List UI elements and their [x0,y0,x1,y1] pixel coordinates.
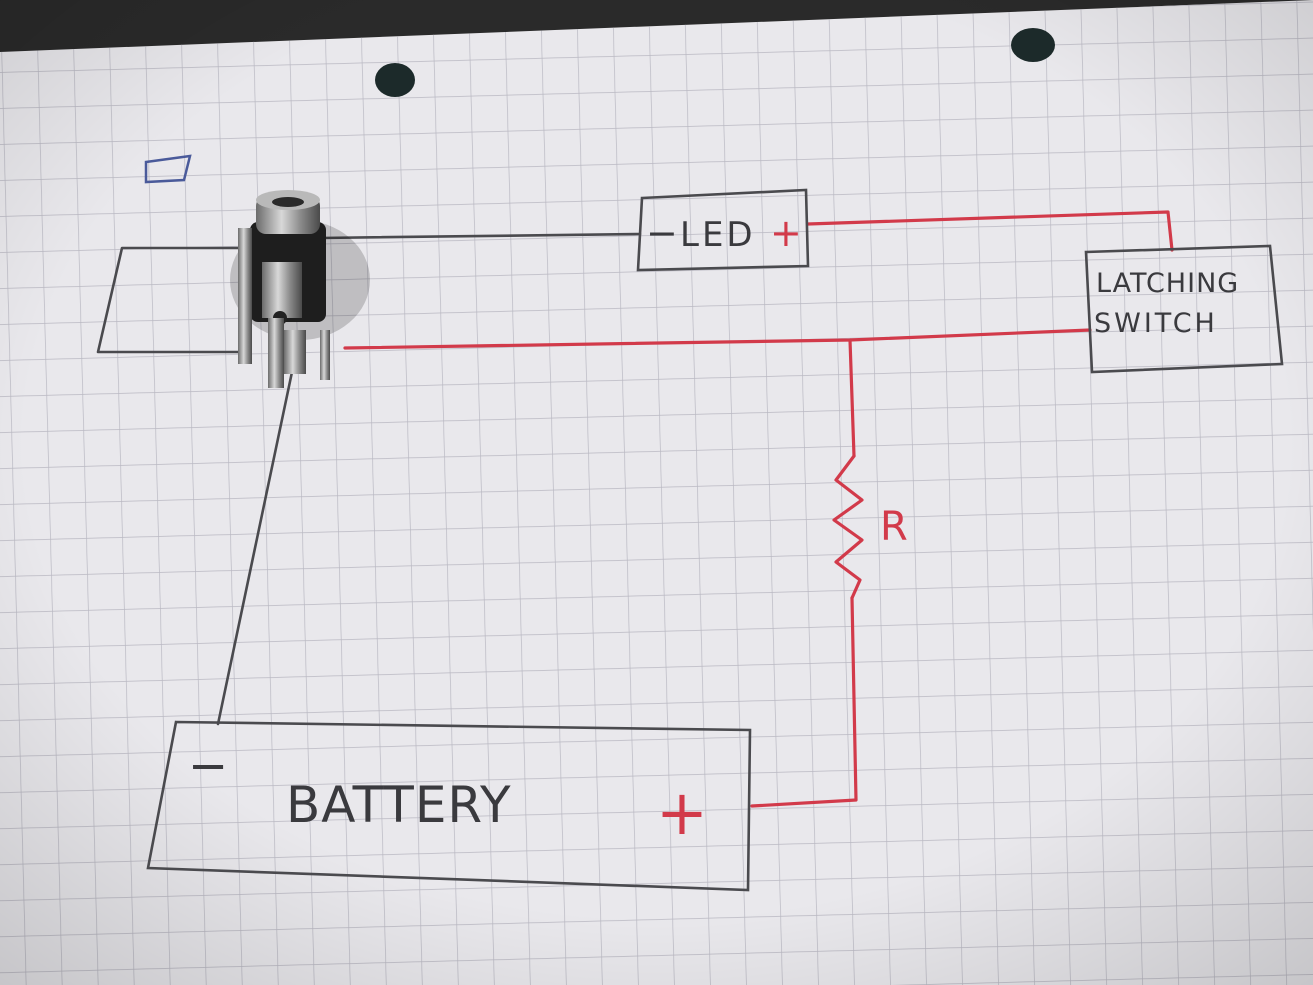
led-minus-label: − [646,211,678,255]
switch-label-line1: LATCHING [1096,268,1239,299]
battery-plus-label: + [656,776,708,849]
blue-mark [144,154,192,184]
switch-label-line2: SWITCH [1094,308,1218,339]
battery-minus-label: − [188,738,228,794]
switch-box [1084,244,1284,374]
battery-box [146,720,752,892]
junction-to-resistor-wire [848,338,856,458]
led-label: LED [680,215,756,255]
battery-component: − BATTERY + [146,720,752,892]
led-box [636,188,810,272]
resistor-zigzag [832,454,864,600]
loop-wire [96,246,242,354]
battery-negative-wire [216,370,294,726]
pencil-wires [96,232,642,726]
red-wires [343,210,1174,808]
led-plus-label: + [770,211,802,255]
battery-label: BATTERY [286,776,512,834]
resistor-label: R [880,504,908,550]
led-component: − LED + [636,188,810,272]
led-to-switch-wire [806,210,1174,252]
punch-hole-right [1011,28,1055,62]
led-negative-wire [318,232,642,240]
resistor-to-battery-wire [750,596,858,808]
dc-jack-icon [230,190,370,388]
punch-hole-left [375,63,415,97]
latching-switch-component: LATCHING SWITCH [1084,244,1284,374]
